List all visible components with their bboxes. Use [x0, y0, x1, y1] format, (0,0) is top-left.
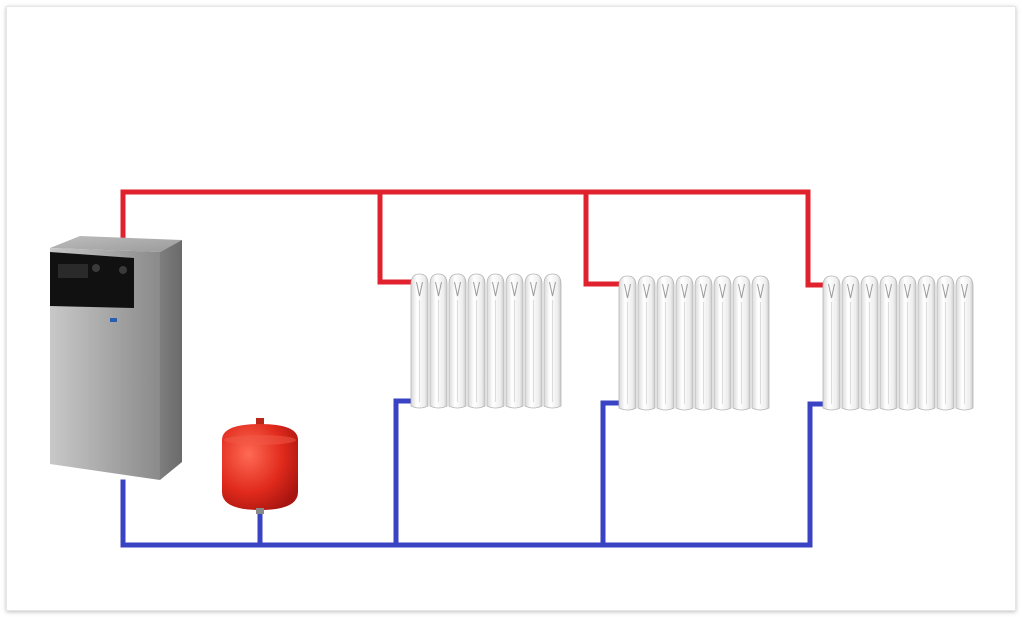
return-pipe [120, 398, 825, 548]
supply-pipe [120, 189, 825, 288]
radiator-icon [410, 273, 562, 409]
expansion-tank-icon [222, 418, 298, 514]
boiler-icon [50, 236, 182, 480]
radiator-icon [618, 275, 770, 411]
radiator-icon [822, 275, 974, 411]
